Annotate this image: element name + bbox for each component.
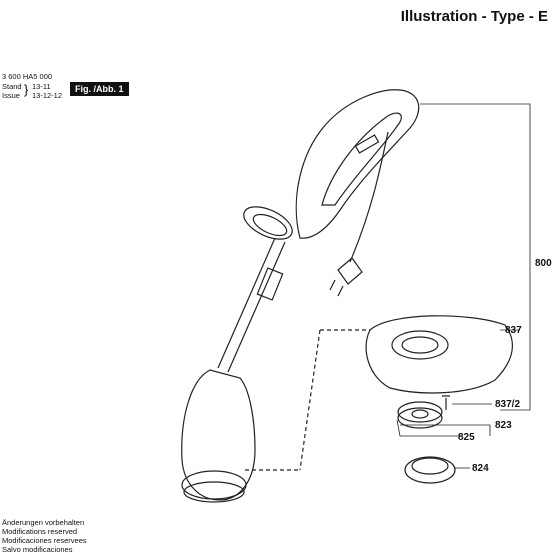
handle-inner <box>321 112 402 206</box>
handle-outline <box>295 89 420 239</box>
shaft-lock <box>256 267 284 301</box>
callout-800: 800 <box>535 258 552 269</box>
fig-badge: Fig. /Abb. 1 <box>70 82 129 96</box>
issue-label: Issue <box>2 91 20 100</box>
issue-value: 13-12-12 <box>32 91 63 100</box>
footer-line: Änderungen vorbehalten <box>2 518 85 527</box>
footer-line: Salvo modificaciones <box>2 545 73 554</box>
guard-837 <box>365 315 514 394</box>
callout-823: 823 <box>495 420 512 431</box>
spool-825 <box>397 401 443 423</box>
callout-824: 824 <box>472 463 489 474</box>
plug <box>337 257 363 285</box>
front-grip <box>243 206 293 240</box>
callout-825: 825 <box>458 432 475 443</box>
part-number: 3 600 HA5 000 <box>2 72 53 81</box>
callout-837: 837 <box>505 325 522 336</box>
stand-label: Stand <box>2 82 22 91</box>
cable <box>349 131 389 263</box>
callout-837-2: 837/2 <box>495 399 521 410</box>
spool-cap-824 <box>404 456 456 484</box>
footer-line: Modificaciones reservees <box>2 536 87 545</box>
shaft <box>217 237 286 373</box>
bracket-glyph: } <box>24 82 29 97</box>
switch-trigger <box>354 134 380 154</box>
stand-value: 13-11 <box>32 82 51 91</box>
motor-housing <box>181 369 256 501</box>
screw-837-2 <box>442 395 450 410</box>
footer-notice: Änderungen vorbehalten Modifications res… <box>2 518 87 554</box>
page-title: Illustration - Type - E <box>400 8 548 25</box>
footer-line: Modifications reserved <box>2 527 78 536</box>
